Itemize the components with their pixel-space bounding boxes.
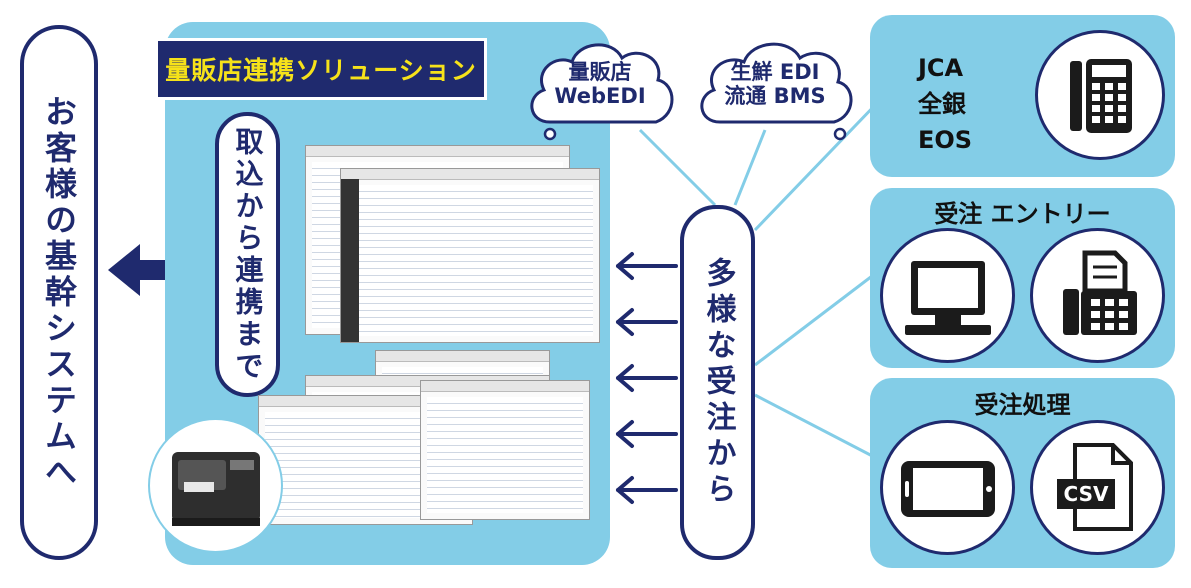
order-entry-title: 受注 エントリー — [934, 200, 1111, 228]
computer-icon — [905, 261, 991, 335]
cloud-shape-1 — [530, 43, 674, 141]
label-printer-icon — [172, 452, 260, 526]
order-processing-title: 受注処理 — [974, 391, 1071, 419]
tablet-circle — [880, 420, 1015, 555]
computer-circle — [880, 228, 1015, 363]
various-orders-pill: 多様な受注から — [680, 205, 755, 560]
arrow-icon — [616, 420, 678, 448]
jca-line-2: 全銀 — [918, 90, 966, 118]
cloud-webedi-line2: WebEDI — [554, 84, 646, 109]
import-to-link-label: 取込から連携まで — [231, 126, 265, 383]
left-arrow-icon — [108, 244, 200, 296]
solution-title-box: 量販店連携ソリューション — [155, 38, 487, 100]
screenshot-window-2 — [340, 168, 600, 343]
various-orders-label: 多様な受注から — [700, 256, 736, 509]
jca-line-1: JCA — [918, 54, 964, 82]
csv-circle: CSV — [1030, 420, 1165, 555]
printer-circle — [148, 418, 283, 553]
solution-title: 量販店連携ソリューション — [165, 56, 477, 85]
screenshot-form-4 — [420, 380, 590, 520]
jca-list: JCA 全銀 EOS — [918, 50, 972, 158]
fax-circle — [1030, 228, 1165, 363]
phone-circle — [1035, 30, 1165, 160]
csv-file-icon — [1057, 443, 1133, 531]
customer-system-label: お客様の基幹システムへ — [40, 94, 78, 491]
csv-label: CSV — [1063, 482, 1109, 506]
arrow-icon — [616, 252, 678, 280]
import-to-link-pill: 取込から連携まで — [215, 112, 280, 397]
cloud-edi-line1: 生鮮 EDI — [730, 60, 820, 84]
cloud-edi-bms: 生鮮 EDI 流通 BMS — [705, 60, 845, 108]
incoming-arrows — [616, 252, 678, 504]
customer-system-pill: お客様の基幹システムへ — [20, 25, 98, 560]
arrow-icon — [616, 308, 678, 336]
cloud-shape-2 — [700, 42, 853, 141]
cloud-webedi-line1: 量販店 — [568, 60, 632, 84]
fax-icon — [1063, 250, 1137, 335]
jca-line-3: EOS — [918, 126, 973, 154]
cloud-webedi: 量販店 WebEDI — [540, 60, 660, 108]
phone-icon — [1070, 59, 1132, 133]
arrow-icon — [616, 476, 678, 504]
tablet-icon — [901, 461, 995, 517]
arrow-icon — [616, 364, 678, 392]
cloud-edi-line2: 流通 BMS — [724, 84, 826, 109]
